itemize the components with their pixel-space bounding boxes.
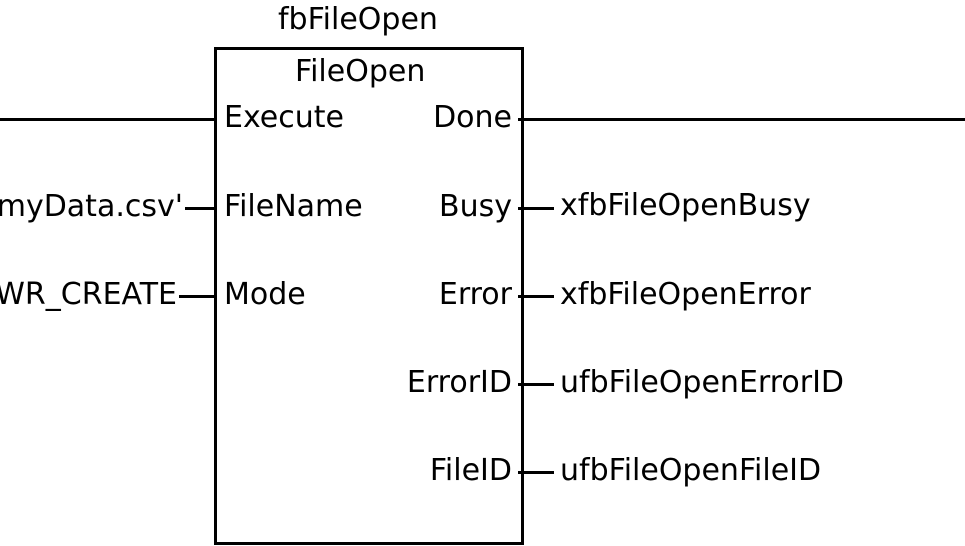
output-pin-fileid: FileID <box>429 453 512 488</box>
mode-input-wire <box>179 295 216 298</box>
error-output-variable[interactable]: xfbFileOpenError <box>560 277 811 312</box>
mode-input-variable[interactable]: WR_CREATE <box>0 277 177 312</box>
fileid-output-wire <box>518 471 554 474</box>
fileid-output-variable[interactable]: ufbFileOpenFileID <box>560 453 822 488</box>
block-type-name: FileOpen <box>295 54 426 89</box>
output-pin-done: Done <box>433 100 512 135</box>
input-pin-filename: FileName <box>224 189 363 224</box>
filename-input-variable[interactable]: myData.csv' <box>0 189 183 224</box>
output-pin-busy: Busy <box>439 189 512 224</box>
input-pin-execute: Execute <box>224 100 344 135</box>
execute-input-wire <box>0 118 216 121</box>
block-instance-name: fbFileOpen <box>278 2 438 37</box>
errorid-output-wire <box>518 383 554 386</box>
busy-output-wire <box>518 207 554 210</box>
output-pin-error: Error <box>438 277 512 312</box>
input-pin-mode: Mode <box>224 277 306 312</box>
filename-input-wire <box>185 207 216 210</box>
function-block-box[interactable] <box>214 47 524 545</box>
error-output-wire <box>518 295 554 298</box>
errorid-output-variable[interactable]: ufbFileOpenErrorID <box>560 365 845 400</box>
output-pin-errorid: ErrorID <box>406 365 512 400</box>
done-output-wire <box>518 118 965 121</box>
busy-output-variable[interactable]: xfbFileOpenBusy <box>560 188 811 223</box>
